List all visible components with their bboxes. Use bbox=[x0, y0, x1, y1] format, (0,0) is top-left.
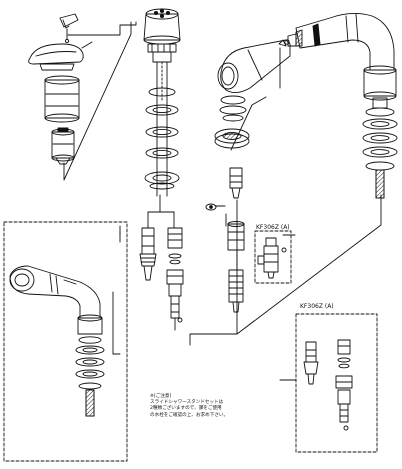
hose-fitting-left bbox=[139, 227, 157, 281]
tee-fitting bbox=[257, 237, 287, 279]
spout-base-rings bbox=[144, 87, 180, 190]
spout-hose bbox=[375, 169, 385, 199]
kit-b-frame bbox=[295, 313, 378, 453]
union-fitting bbox=[227, 221, 245, 251]
caution-note: ※[ご注意] スライドシャワースタンドセットは 2種類ございますので、課をご使用… bbox=[150, 394, 228, 419]
shower-spout bbox=[9, 265, 101, 319]
shower-stand-frame bbox=[3, 221, 128, 462]
hose-fitting-right bbox=[166, 227, 184, 331]
caution-note-line-2: スライドシャワースタンドセットは bbox=[150, 400, 224, 406]
small-clip bbox=[205, 203, 217, 211]
shower-hose bbox=[85, 389, 95, 417]
spout-base-head bbox=[143, 8, 181, 197]
kit-b-fitting-right bbox=[335, 339, 353, 431]
cartridge-cap bbox=[44, 75, 80, 123]
caution-note-line-3: 2種類ございますので、課をご使用 bbox=[150, 406, 222, 412]
spray-head-washers bbox=[214, 95, 250, 149]
check-valve bbox=[229, 167, 243, 199]
kit-b-fitting-left bbox=[303, 341, 319, 385]
kit-a-frame bbox=[254, 230, 292, 284]
shower-body bbox=[75, 314, 105, 390]
lever-handle bbox=[28, 13, 84, 71]
kit-a-label: KF306Z (A) bbox=[256, 224, 290, 231]
spout-pipe bbox=[287, 13, 395, 71]
cartridge bbox=[51, 127, 75, 165]
spray-head bbox=[217, 39, 291, 93]
kit-b-label: KF306Z (A) bbox=[300, 303, 334, 310]
caution-note-line-4: の水栓をご確認の上、お求め下さい。 bbox=[150, 412, 229, 418]
threaded-stem bbox=[228, 269, 244, 313]
caution-note-line-1: ※[ご注意] bbox=[150, 394, 172, 399]
spout-body bbox=[362, 65, 398, 171]
